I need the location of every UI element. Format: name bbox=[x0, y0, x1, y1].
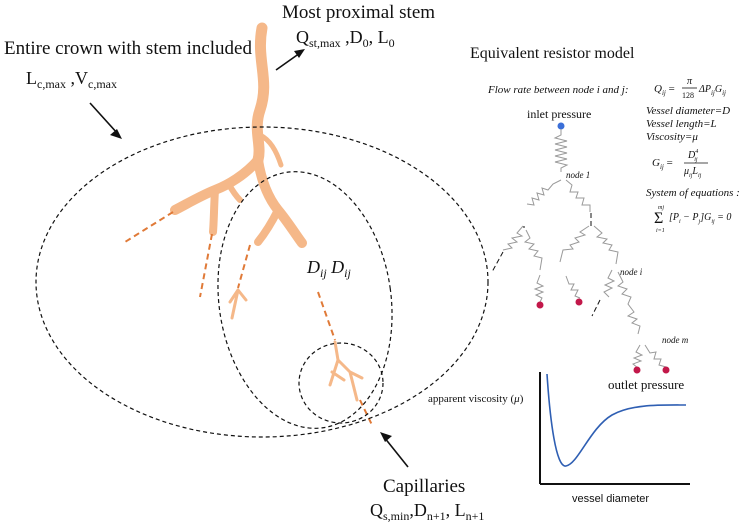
crown-arrowhead bbox=[110, 129, 122, 139]
outlet-node-1 bbox=[536, 301, 544, 309]
twig-left-1 bbox=[228, 288, 248, 320]
dashed-left bbox=[124, 211, 174, 243]
net-dash-left bbox=[491, 251, 504, 273]
nodem-label: node m bbox=[662, 335, 689, 345]
outlet-node-2 bbox=[575, 298, 583, 306]
resistor-right-1 bbox=[565, 179, 591, 212]
svg-text:Qij=: Qij= bbox=[654, 83, 675, 97]
crown-title: Entire crown with stem included bbox=[4, 38, 252, 59]
arrows bbox=[89, 49, 409, 468]
capillary-twig bbox=[328, 340, 364, 402]
subtree-ellipse bbox=[217, 171, 393, 429]
resistor-left-3 bbox=[523, 229, 543, 271]
left-sub-stub bbox=[225, 180, 243, 203]
resistor-mid-1 bbox=[559, 225, 590, 263]
resistor-title: Equivalent resistor model bbox=[470, 45, 635, 62]
proximal-arrowhead bbox=[294, 49, 305, 58]
resistor-low-1 bbox=[533, 274, 545, 303]
main-trunk bbox=[251, 22, 270, 166]
net-dash-2 bbox=[591, 299, 601, 317]
left-sub-branch bbox=[209, 186, 219, 236]
svg-text:128: 128 bbox=[682, 91, 694, 100]
vessel-length-text: Vessel length=L bbox=[646, 118, 717, 130]
node1-label: node 1 bbox=[566, 170, 590, 180]
resistor-low-3 bbox=[603, 269, 616, 298]
svg-text:Σ: Σ bbox=[654, 210, 663, 227]
capillary-ellipse bbox=[298, 342, 384, 424]
right-sub-branch bbox=[254, 206, 282, 246]
resistor-low-4 bbox=[616, 271, 641, 335]
dij-label: Dij Dij bbox=[306, 257, 352, 280]
dashed-cap bbox=[359, 399, 373, 426]
svg-text:μijLij: μijLij bbox=[683, 166, 702, 179]
outlet-node-3 bbox=[633, 366, 641, 374]
flow-equation: Qij= π 128 ΔPijGij bbox=[654, 76, 726, 100]
svg-text:[Pi − Pj]Gij = 0: [Pi − Pj]Gij = 0 bbox=[669, 212, 731, 225]
flow-text: Flow rate between node i and j: bbox=[487, 84, 629, 96]
plot-ylabel: apparent viscosity (μ) bbox=[428, 393, 524, 405]
sum-equation: mj Σ i=1 [Pi − Pj]Gij = 0 bbox=[654, 205, 731, 234]
resistor-low-5 bbox=[632, 344, 644, 369]
dashed-mid2 bbox=[237, 244, 251, 289]
dashed-right bbox=[317, 291, 336, 341]
svg-text:ΔPijGij: ΔPijGij bbox=[698, 84, 726, 97]
viscosity-curve bbox=[546, 373, 687, 467]
system-text: System of equations : bbox=[646, 187, 740, 199]
viscosity-plot: apparent viscosity (μ) vessel diameter bbox=[428, 372, 690, 505]
plot-xlabel: vessel diameter bbox=[572, 493, 649, 505]
svg-text:mj: mj bbox=[658, 205, 664, 211]
capillaries-params: Qs,min,Dn+1, Ln+1 bbox=[370, 500, 484, 523]
crown-arrow bbox=[89, 102, 119, 135]
proximal-params: Qst,max ,D0, L0 bbox=[296, 27, 395, 50]
resistor-left-1 bbox=[526, 179, 562, 206]
resistor-left-2 bbox=[502, 225, 524, 251]
proximal-arrow bbox=[275, 52, 301, 71]
capillary-arrowhead bbox=[380, 432, 392, 442]
inlet-label: inlet pressure bbox=[527, 107, 591, 121]
trunk-resistor bbox=[553, 129, 569, 172]
viscosity-text: Viscosity=μ bbox=[646, 131, 698, 143]
resistor-low-6 bbox=[644, 344, 667, 368]
svg-text:π: π bbox=[687, 76, 693, 87]
dashed-middle bbox=[199, 233, 213, 298]
svg-text:i=1: i=1 bbox=[656, 228, 665, 234]
outlet-label: outlet pressure bbox=[608, 377, 684, 392]
capillary-arrow bbox=[383, 436, 409, 468]
capillaries-title: Capillaries bbox=[383, 476, 465, 497]
svg-text:Gij=: Gij= bbox=[652, 157, 673, 171]
vessel-diameter-text: Vessel diameter=D bbox=[646, 105, 730, 117]
resistor-low-2 bbox=[565, 275, 581, 299]
inlet-node bbox=[557, 122, 565, 130]
regions bbox=[35, 126, 489, 438]
crown-ellipse bbox=[35, 126, 489, 438]
outlet-nodes bbox=[536, 298, 670, 374]
crown-params: Lc,max ,Vc,max bbox=[26, 68, 117, 91]
outlet-node-4 bbox=[662, 366, 670, 374]
vessel-tree bbox=[124, 22, 373, 426]
nodei-label: node i bbox=[620, 267, 643, 277]
resistor-network bbox=[491, 129, 667, 369]
proximal-title: Most proximal stem bbox=[282, 2, 435, 23]
top-twig bbox=[257, 132, 284, 168]
resistor-mid-2 bbox=[593, 225, 619, 265]
